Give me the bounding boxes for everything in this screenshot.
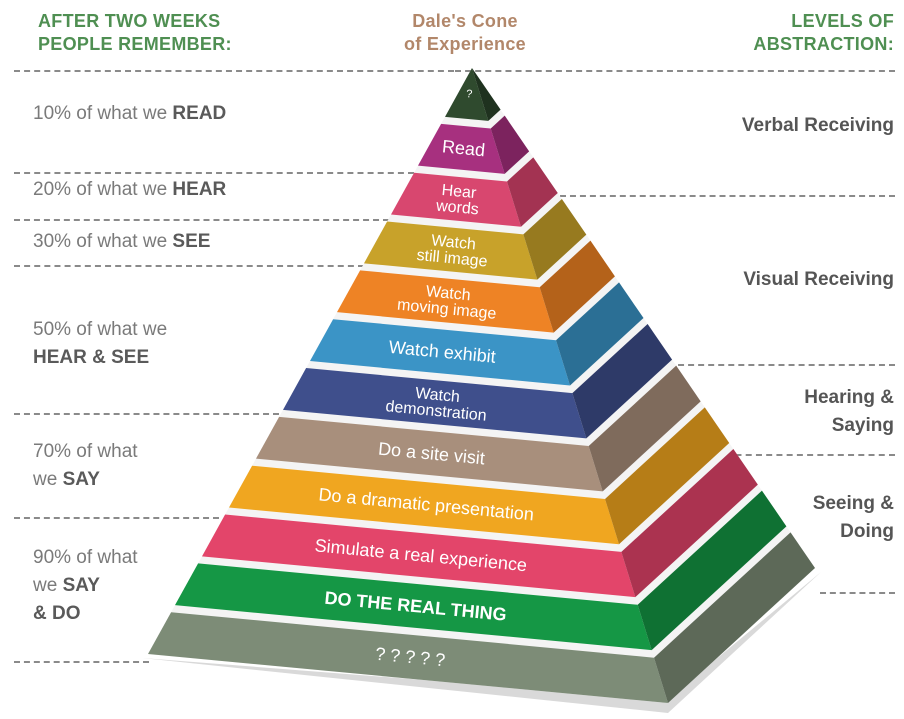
band-front-face — [418, 123, 505, 174]
band-side-face — [472, 68, 501, 121]
header-left-line1: AFTER TWO WEEKS — [38, 11, 221, 31]
band-front-face — [337, 270, 554, 333]
header-left-line2: PEOPLE REMEMBER: — [38, 34, 232, 54]
divider-line — [455, 70, 895, 72]
divider-line — [14, 172, 414, 174]
band-side-face — [490, 115, 530, 174]
pyramid-band: Do a site visit — [256, 365, 701, 492]
remember-hear: 20% of what we HEAR — [33, 179, 227, 200]
pyramid-band: ? ? ? ? ? — [148, 532, 815, 703]
band-front-face — [229, 465, 619, 545]
pyramid-band: Watchdemonstration — [283, 324, 673, 439]
remember-see: 30% of what we SEE — [33, 231, 211, 252]
remember-say: 70% of what we SAY — [33, 441, 138, 490]
band-label: Hearwords — [434, 181, 481, 218]
band-front-face — [202, 514, 636, 598]
pyramid-band: Watchmoving image — [337, 240, 615, 333]
level-hearing-saying: Hearing & Saying — [804, 387, 894, 436]
remember-hear-see: 50% of what we HEAR & SEE — [33, 319, 168, 368]
title-line2: of Experience — [404, 34, 526, 54]
divider-line — [14, 517, 219, 519]
pyramid-band: Hearwords — [391, 157, 558, 227]
header-right: LEVELS OF ABSTRACTION: — [753, 10, 894, 56]
band-front-face — [445, 68, 489, 121]
band-side-face — [605, 407, 730, 545]
band-side-face — [539, 240, 615, 333]
pyramid-band: Do a dramatic presentation — [229, 407, 730, 545]
band-label: Watchstill image — [416, 231, 490, 271]
band-front-face — [148, 612, 668, 703]
band-label: Read — [441, 136, 486, 160]
band-side-face — [572, 324, 673, 439]
band-front-face — [175, 563, 652, 651]
pyramid-band: ? — [445, 68, 501, 121]
divider-line — [820, 592, 895, 594]
level-seeing-doing: Seeing & Doing — [812, 493, 894, 542]
band-side-face — [556, 282, 644, 386]
header-left: AFTER TWO WEEKS PEOPLE REMEMBER: — [38, 10, 232, 56]
diagram-title: Dale's Cone of Experience — [360, 10, 570, 56]
band-side-face — [523, 199, 587, 280]
divider-line — [14, 413, 279, 415]
pyramid-band: Read — [418, 115, 530, 174]
band-side-face — [507, 157, 558, 227]
divider-line — [668, 364, 895, 366]
band-front-face — [256, 416, 603, 492]
divider-line — [14, 265, 364, 267]
divider-line — [715, 454, 895, 456]
pyramid-band: Simulate a real experience — [202, 449, 758, 598]
title-line1: Dale's Cone — [412, 11, 518, 31]
band-front-face — [364, 221, 538, 280]
level-visual-receiving: Visual Receiving — [743, 269, 894, 290]
band-side-face — [654, 532, 815, 703]
remember-read: 10% of what we READ — [33, 103, 227, 124]
pyramid-band: Watch exhibit — [310, 282, 644, 386]
divider-line — [560, 195, 895, 197]
band-front-face — [391, 172, 521, 227]
band-label: ? — [466, 88, 473, 101]
divider-line — [14, 661, 149, 663]
band-front-face — [310, 319, 570, 386]
header-right-line1: LEVELS OF — [791, 11, 894, 31]
header-right-line2: ABSTRACTION: — [753, 34, 894, 54]
band-side-face — [637, 490, 787, 651]
level-verbal-receiving: Verbal Receiving — [741, 115, 894, 136]
pyramid-band: DO THE REAL THING — [175, 490, 787, 651]
band-front-face — [283, 368, 587, 439]
remember-say-do: 90% of what we SAY & DO — [33, 547, 138, 624]
band-side-face — [588, 365, 701, 492]
pyramid-band: Watchstill image — [364, 199, 587, 280]
band-side-face — [621, 449, 758, 598]
divider-line — [14, 219, 389, 221]
divider-line — [14, 70, 454, 72]
